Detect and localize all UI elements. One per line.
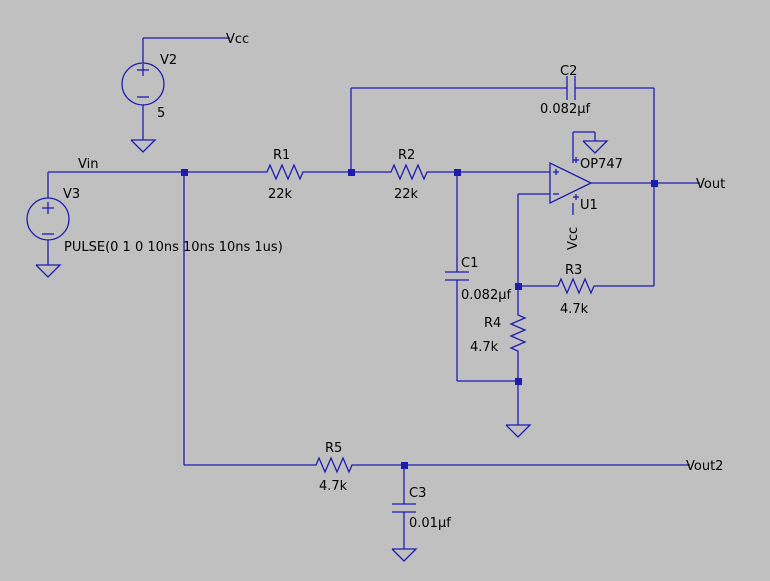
v3-source[interactable] bbox=[26, 172, 70, 278]
r2-resistor[interactable] bbox=[388, 163, 430, 181]
r4-name: R4 bbox=[484, 316, 501, 331]
c1-value: 0.082µf bbox=[461, 288, 511, 303]
v2-value: 5 bbox=[157, 106, 165, 121]
c1-capacitor[interactable] bbox=[445, 271, 469, 281]
c2-capacitor[interactable] bbox=[566, 76, 576, 100]
v3-name: V3 bbox=[63, 187, 80, 202]
r4-resistor[interactable] bbox=[509, 312, 527, 356]
ground-icon bbox=[505, 424, 532, 438]
r2-name: R2 bbox=[398, 148, 415, 163]
r5-value: 4.7k bbox=[319, 479, 348, 494]
u1-model: OP747 bbox=[580, 157, 623, 172]
r3-name: R3 bbox=[565, 263, 582, 278]
junction-dot bbox=[515, 283, 522, 290]
vout2-net-label: Vout2 bbox=[686, 459, 723, 474]
r5-resistor[interactable] bbox=[313, 456, 355, 474]
junction-dot bbox=[454, 169, 461, 176]
c3-capacitor[interactable] bbox=[392, 503, 416, 513]
junctions bbox=[181, 169, 658, 469]
v3-value: PULSE(0 1 0 10ns 10ns 10ns 1us) bbox=[64, 240, 283, 255]
c3-value: 0.01µf bbox=[409, 516, 451, 531]
r4-value: 4.7k bbox=[470, 340, 499, 355]
ground-symbols bbox=[391, 140, 609, 562]
c1-name: C1 bbox=[461, 256, 478, 271]
ground-icon bbox=[582, 140, 609, 154]
r1-value: 22k bbox=[268, 187, 293, 202]
vin-net-label: Vin bbox=[78, 157, 98, 172]
v2-source[interactable] bbox=[121, 37, 230, 153]
junction-dot bbox=[515, 378, 522, 385]
wires bbox=[48, 87, 700, 549]
vcc-net-label: Vcc bbox=[226, 32, 249, 47]
c2-value: 0.082µf bbox=[540, 102, 590, 117]
junction-dot bbox=[401, 462, 408, 469]
junction-dot bbox=[181, 169, 188, 176]
vout-net-label: Vout bbox=[696, 177, 725, 192]
junction-dot bbox=[651, 180, 658, 187]
v2-name: V2 bbox=[160, 53, 177, 68]
r2-value: 22k bbox=[394, 187, 419, 202]
r1-resistor[interactable] bbox=[264, 163, 306, 181]
junction-dot bbox=[348, 169, 355, 176]
u1-supply-label: Vcc bbox=[566, 227, 581, 250]
u1-opamp[interactable] bbox=[549, 157, 593, 205]
r5-name: R5 bbox=[325, 441, 342, 456]
c2-name: C2 bbox=[560, 64, 577, 79]
u1-name: U1 bbox=[580, 198, 598, 213]
r3-value: 4.7k bbox=[560, 302, 589, 317]
r1-name: R1 bbox=[273, 148, 290, 163]
r3-resistor[interactable] bbox=[555, 277, 597, 295]
ground-icon bbox=[391, 548, 418, 562]
c3-name: C3 bbox=[409, 486, 426, 501]
